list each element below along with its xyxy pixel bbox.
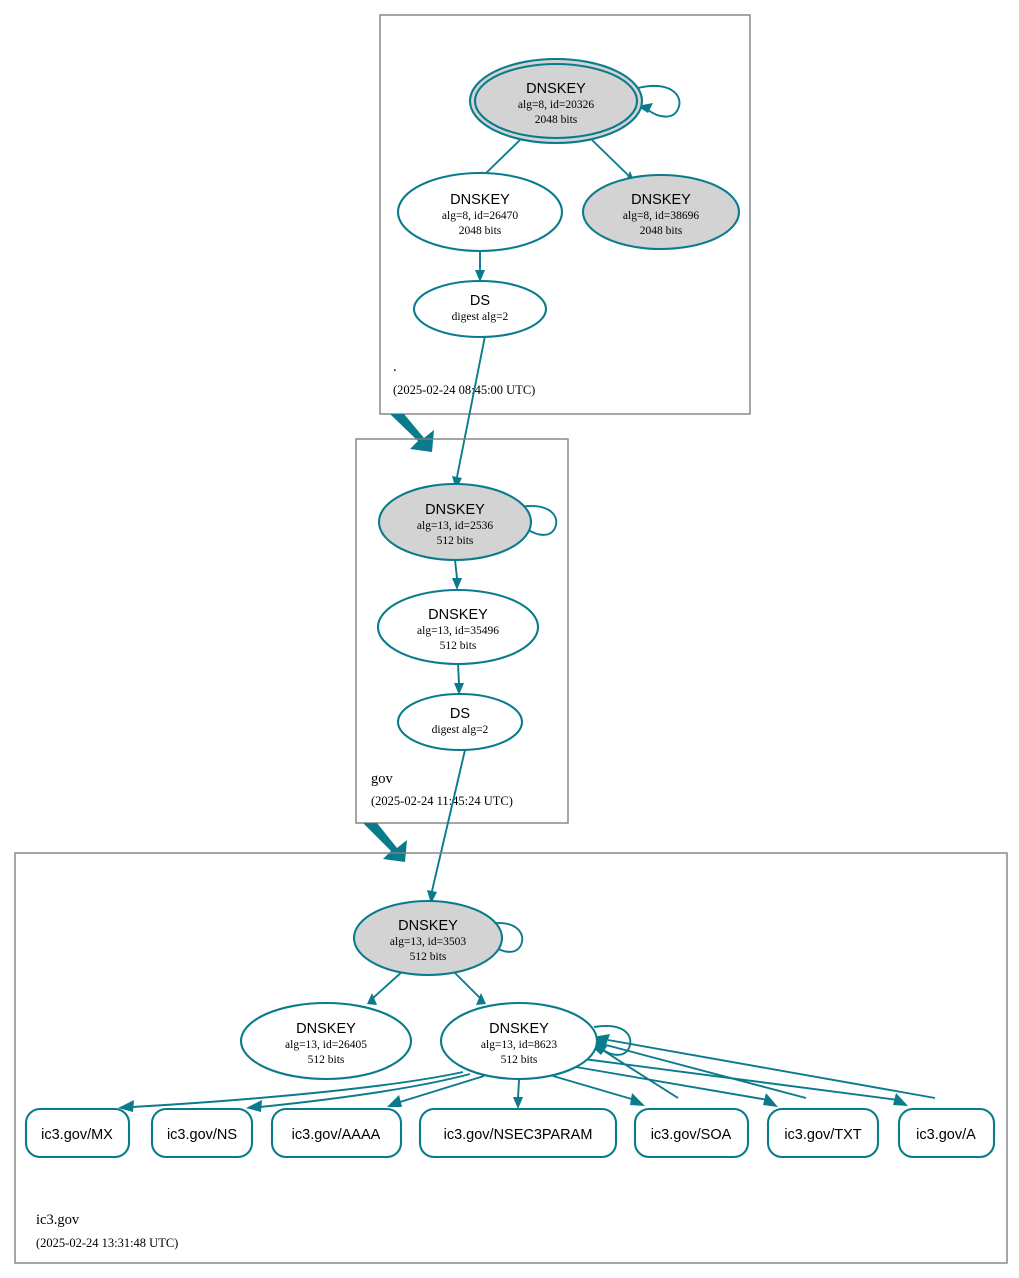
node-type-label: DNSKEY [526,81,586,97]
node-type-label: DS [450,706,470,722]
node-detail-label: alg=13, id=2536 [417,520,493,532]
delegation-arrow-gov-to-ic3gov [363,823,407,862]
node-detail-label: alg=13, id=26405 [285,1039,367,1051]
node-type-label: DNSKEY [631,192,691,208]
zone-ic3gov-boundary [14,852,1008,1264]
zone-gov-name: gov [371,771,394,787]
node-size-label: 512 bits [308,1054,345,1066]
zone-ic3gov-timestamp: (2025-02-24 13:31:48 UTC) [36,1236,178,1250]
rrset-ic3gov-nsec3param[interactable]: ic3.gov/NSEC3PARAM [418,1107,618,1159]
zone-root-timestamp: (2025-02-24 08:45:00 UTC) [393,383,535,397]
zone-ic3gov: DNSKEY alg=13, id=3503 512 bits DNSKEY a… [14,852,1008,1264]
edge-ic3-ksk-to-zsk8623 [451,969,486,1005]
node-size-label: 512 bits [437,535,474,547]
node-gov-dnskey-35496[interactable]: DNSKEY alg=13, id=35496 512 bits [376,588,540,666]
zone-root-name: . [393,359,397,375]
node-root-dnskey-38696[interactable]: DNSKEY alg=8, id=38696 2048 bits [581,173,741,251]
node-size-label: 2048 bits [640,225,683,237]
node-size-label: 2048 bits [459,225,502,237]
edge-ic3-ksk-to-zsk26405 [367,969,405,1005]
rrset-label: ic3.gov/A [916,1127,976,1143]
rrset-ic3gov-ns[interactable]: ic3.gov/NS [150,1107,254,1159]
rrset-label: ic3.gov/TXT [784,1127,861,1143]
node-detail-label: alg=13, id=8623 [481,1039,557,1051]
edge-zsk8623-to-rr-aaaa [387,1075,485,1107]
node-size-label: 512 bits [440,640,477,652]
rrset-ic3gov-aaaa[interactable]: ic3.gov/AAAA [270,1107,403,1159]
rrset-ic3gov-txt[interactable]: ic3.gov/TXT [766,1107,880,1159]
node-size-label: 512 bits [410,951,447,963]
node-size-label: 512 bits [501,1054,538,1066]
node-root-ds[interactable]: DS digest alg=2 [412,279,548,339]
zone-ic3gov-name: ic3.gov [36,1212,80,1228]
rrset-label: ic3.gov/AAAA [292,1127,381,1143]
rrset-label: ic3.gov/SOA [651,1127,732,1143]
rrset-ic3gov-soa[interactable]: ic3.gov/SOA [633,1107,750,1159]
delegation-arrow-root-to-gov [390,414,434,452]
edge-zsk8623-to-rr-nsec3param [513,1079,523,1109]
node-gov-dnskey-2536[interactable]: DNSKEY alg=13, id=2536 512 bits [377,482,533,562]
zone-root-boundary [379,14,751,415]
edge-gov-zsk35496-to-ds [454,662,464,695]
edge-zsk8623-to-rr-txt [569,1065,778,1107]
zone-gov-boundary [355,438,569,824]
zone-gov-timestamp: (2025-02-24 11:45:24 UTC) [371,794,513,808]
node-type-label: DNSKEY [398,918,458,934]
node-detail-label: digest alg=2 [452,311,509,323]
zone-root: DNSKEY alg=8, id=20326 2048 bits DNSKEY … [379,14,751,415]
node-ic3-dnskey-3503[interactable]: DNSKEY alg=13, id=3503 512 bits [352,899,504,977]
edge-root-ksk-self-loop [637,85,681,118]
node-detail-label: digest alg=2 [432,724,489,736]
node-type-label: DNSKEY [489,1021,549,1037]
node-detail-label: alg=8, id=20326 [518,99,594,111]
node-ic3-dnskey-26405[interactable]: DNSKEY alg=13, id=26405 512 bits [239,1001,413,1081]
rrset-label: ic3.gov/NS [167,1127,237,1143]
node-root-dnskey-26470[interactable]: DNSKEY alg=8, id=26470 2048 bits [396,171,564,253]
node-type-label: DNSKEY [296,1021,356,1037]
rrset-label: ic3.gov/NSEC3PARAM [444,1127,593,1143]
node-size-label: 2048 bits [535,114,578,126]
node-detail-label: alg=13, id=3503 [390,936,466,948]
edge-zsk8623-to-rr-mx [118,1071,464,1112]
edge-root-zsk26470-to-ds [475,247,485,282]
node-type-label: DNSKEY [428,607,488,623]
zone-gov: DNSKEY alg=13, id=2536 512 bits DNSKEY a… [355,438,569,824]
node-root-dnskey-20326[interactable]: DNSKEY alg=8, id=20326 2048 bits [468,57,644,145]
edge-gov-ds-to-ic3-ksk [427,749,466,904]
edge-zsk8623-to-rr-soa [552,1075,645,1106]
rrset-ic3gov-mx[interactable]: ic3.gov/MX [24,1107,131,1159]
node-type-label: DS [470,293,490,309]
node-ic3-dnskey-8623[interactable]: DNSKEY alg=13, id=8623 512 bits [439,1001,599,1081]
node-detail-label: alg=8, id=26470 [442,210,518,222]
rrset-ic3gov-a[interactable]: ic3.gov/A [897,1107,996,1159]
rrset-label: ic3.gov/MX [41,1127,113,1143]
node-type-label: DNSKEY [450,192,510,208]
edge-zsk8623-to-rr-ns [246,1073,471,1112]
node-detail-label: alg=13, id=35496 [417,625,499,637]
edge-root-ds-to-gov-ksk [452,335,486,490]
node-type-label: DNSKEY [425,502,485,518]
edge-root-ksk-to-zsk38696 [591,139,635,183]
edge-gov-ksk-to-zsk35496 [452,559,462,590]
node-gov-ds[interactable]: DS digest alg=2 [396,692,524,752]
node-detail-label: alg=8, id=38696 [623,210,699,222]
